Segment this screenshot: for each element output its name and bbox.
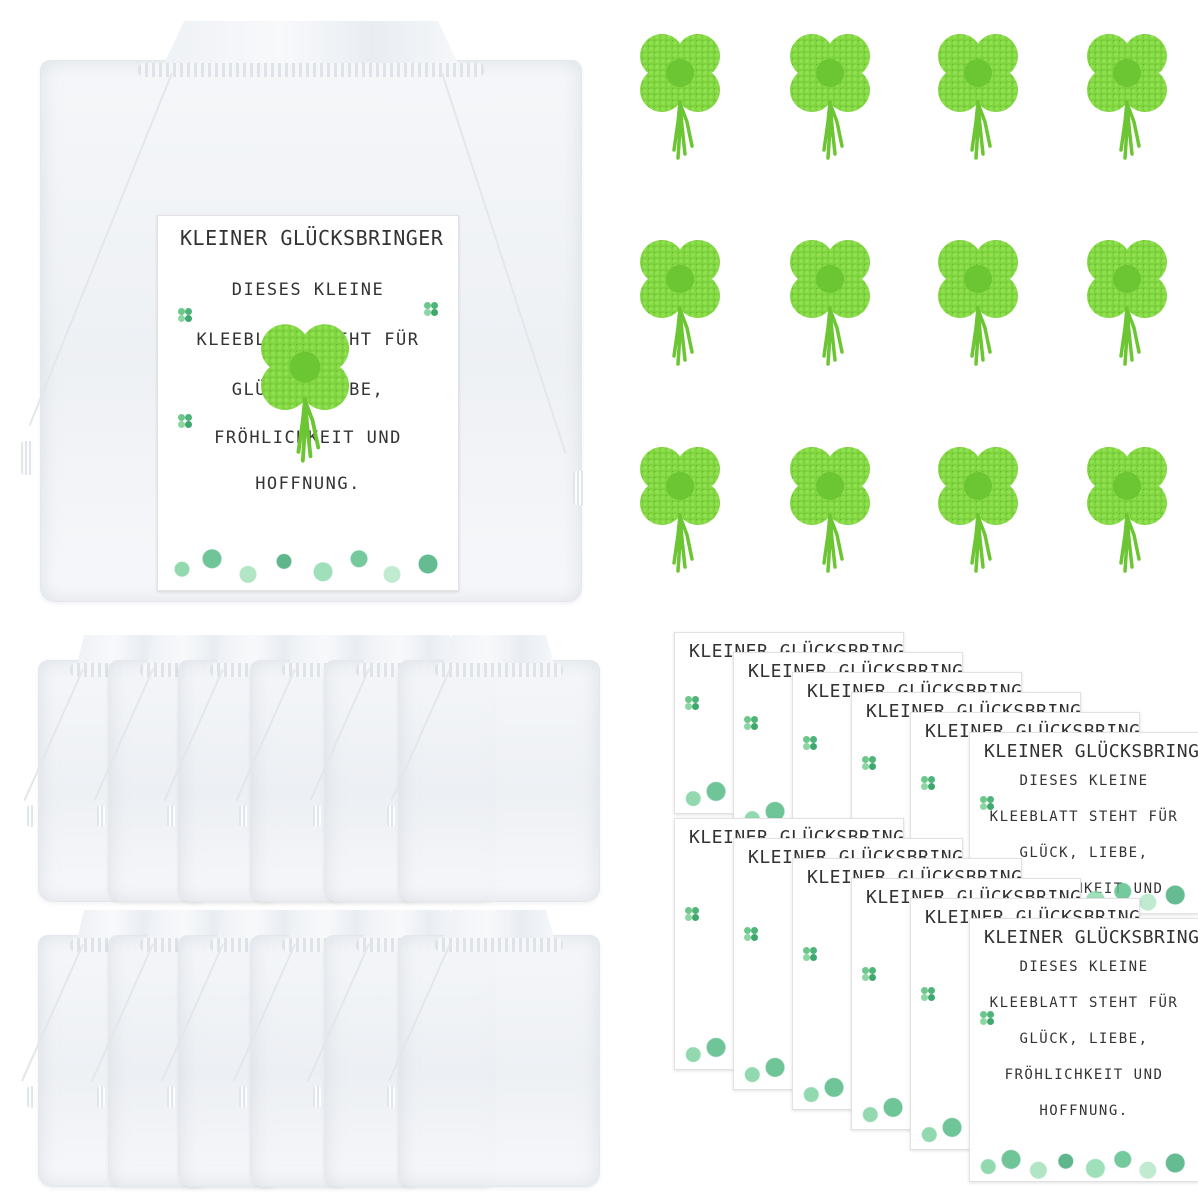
bag-tassel <box>573 471 585 505</box>
card-line: FRÖHLICHKEIT UND <box>1004 1067 1164 1083</box>
small-clover-icon <box>803 946 817 961</box>
small-organza-bag <box>387 910 600 1187</box>
card-title: KLEINER GLÜCKSBRINGER <box>984 741 1198 762</box>
small-clover-icon <box>980 1010 994 1025</box>
small-organza-bag <box>387 635 600 902</box>
crochet-clover <box>780 22 880 172</box>
small-clover-icon <box>862 966 876 981</box>
small-clover-icon <box>424 302 438 316</box>
bag-tassel <box>239 1086 247 1108</box>
bag-tassel <box>313 805 321 827</box>
card-line: DIESES KLEINE <box>231 280 385 300</box>
bag-cord <box>20 943 84 1082</box>
crochet-clover <box>928 22 1028 172</box>
small-clover-icon <box>685 696 699 710</box>
small-clover-icon <box>921 986 935 1001</box>
crochet-clover <box>780 228 880 378</box>
small-clover-icon <box>921 776 935 790</box>
small-clover-icon <box>862 756 876 770</box>
bag-tassel <box>167 805 175 827</box>
crochet-clover <box>1077 435 1177 585</box>
bag-tassel <box>27 805 35 827</box>
card-line: HOFFNUNG. <box>1039 1103 1129 1119</box>
card-line: HOFFNUNG. <box>255 474 361 494</box>
card-line: KLEEBLATT STEHT FÜR <box>989 809 1179 825</box>
bag-cord <box>441 72 567 454</box>
small-clover-icon <box>803 736 817 750</box>
small-clover-icon <box>744 926 758 941</box>
bag-tassel <box>387 805 395 827</box>
bag-cord <box>388 943 451 1082</box>
bag-neck <box>443 635 555 667</box>
crochet-clover <box>630 22 730 172</box>
bag-cord <box>390 668 451 801</box>
card-title: KLEINER GLÜCKSBRINGER <box>984 927 1198 948</box>
card-line: KLEEBLATT STEHT FÜR <box>989 995 1179 1011</box>
bag-gather <box>435 663 563 677</box>
card-line: DIESES KLEINE <box>1019 959 1149 975</box>
bag-tassel <box>313 1086 321 1108</box>
crochet-clover <box>780 435 880 585</box>
bag-gather <box>435 938 563 952</box>
small-clover-icon <box>178 414 192 428</box>
bag-tassel <box>97 1086 105 1108</box>
bag-cord <box>28 72 173 426</box>
crochet-clover <box>630 435 730 585</box>
crochet-clover <box>928 435 1028 585</box>
message-card: KLEINER GLÜCKSBRINGER DIESES KLEINE KLEEBL… <box>969 918 1198 1182</box>
small-clover-icon <box>744 716 758 730</box>
bag-tassel <box>387 1086 395 1108</box>
bag-tassel <box>97 805 105 827</box>
bag-gather <box>138 63 484 77</box>
card-line: GLÜCK, LIEBE, <box>1019 1031 1149 1047</box>
clover-border <box>970 1145 1198 1181</box>
clover-border <box>158 538 458 590</box>
small-clover-icon <box>980 796 994 810</box>
crochet-clover <box>1077 22 1177 172</box>
card-line: GLÜCK, LIEBE, <box>1019 845 1149 861</box>
bag-tassel <box>167 1086 175 1108</box>
crochet-clover <box>1077 228 1177 378</box>
card-title: KLEINER GLÜCKSBRINGER <box>180 226 444 250</box>
crochet-clover <box>928 228 1028 378</box>
small-clover-icon <box>685 906 699 921</box>
small-clover-icon <box>178 308 192 322</box>
bag-tassel <box>239 805 247 827</box>
crochet-clover <box>630 228 730 378</box>
crochet-clover-on-card <box>250 306 360 481</box>
bag-tassel <box>27 1086 35 1108</box>
bag-neck <box>443 910 555 942</box>
bag-cord <box>23 668 84 801</box>
bag-tassel <box>21 441 33 475</box>
card-line: DIESES KLEINE <box>1019 773 1149 789</box>
